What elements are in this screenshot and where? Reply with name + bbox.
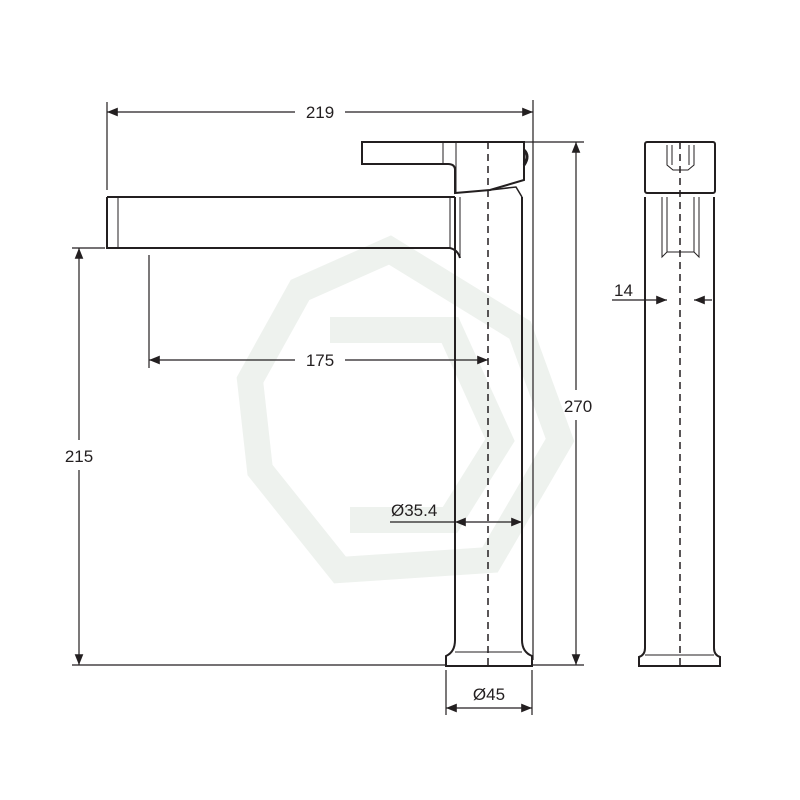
dimension-lines: [72, 100, 712, 715]
side-view: [638, 141, 721, 667]
dim-spout-reach: 175: [306, 351, 334, 370]
dim-handle-width: 14: [614, 281, 633, 300]
spout: [106, 196, 461, 259]
watermark-logo: [236, 235, 575, 584]
dim-body-diameter: Ø35.4: [391, 501, 437, 520]
dim-base-diameter: Ø45: [473, 685, 505, 704]
front-view: [106, 141, 533, 667]
dim-spout-height: 215: [65, 447, 93, 466]
dim-overall-width: 219: [306, 103, 334, 122]
body: [445, 197, 533, 667]
handle: [361, 141, 525, 195]
dim-overall-height: 270: [564, 397, 592, 416]
